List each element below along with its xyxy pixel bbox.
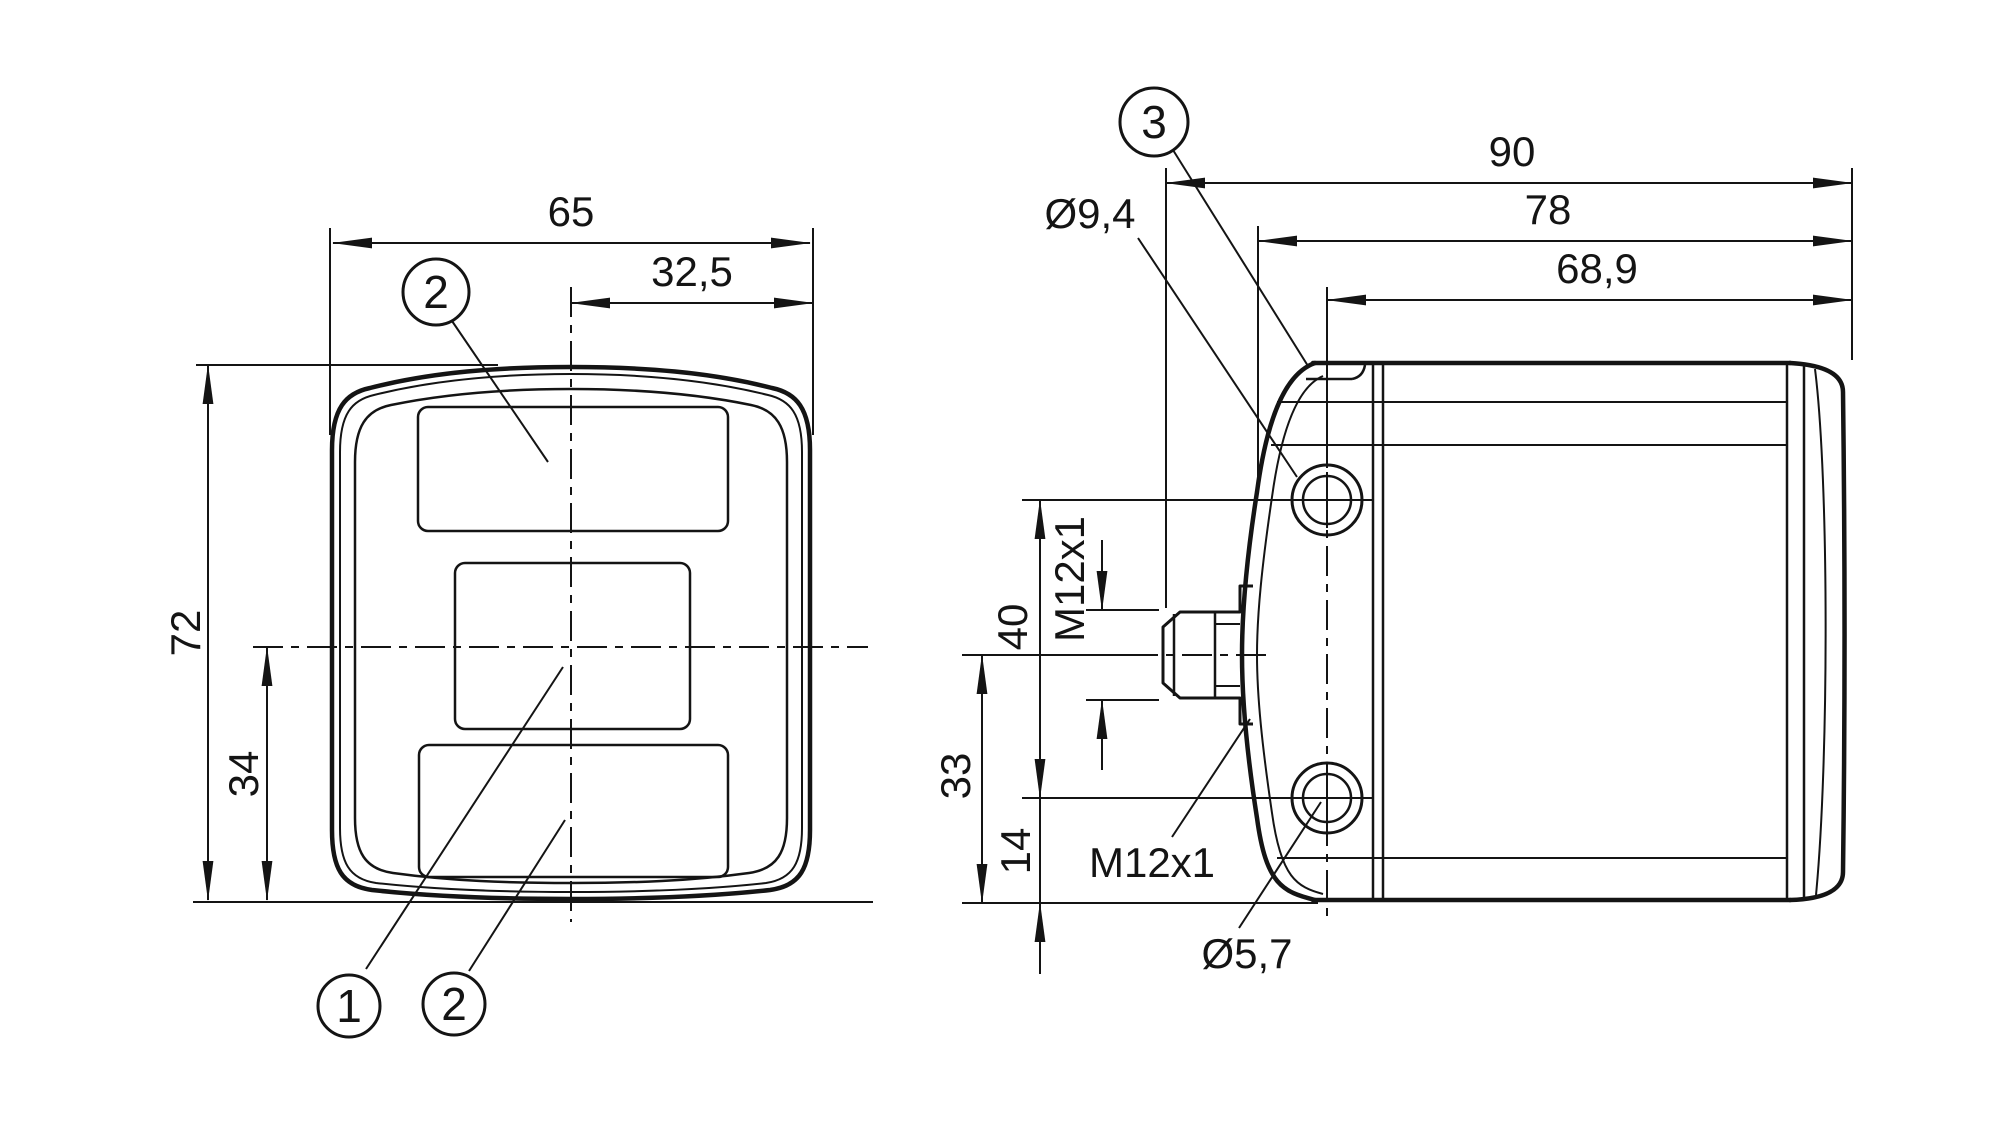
dim-front-center-height: 34 [220, 646, 273, 901]
dim-label-height: 72 [162, 610, 209, 657]
callout-window-top: 2 [401, 257, 549, 463]
dim-label-center-height: 34 [220, 751, 267, 798]
callout-circle [316, 973, 382, 1039]
callout-label: 2 [441, 978, 467, 1030]
callout-circle [421, 971, 487, 1037]
hole-dia-label: Ø5,7 [1201, 930, 1292, 977]
front-window-top [416, 405, 730, 533]
callout-label: 2 [423, 266, 449, 318]
dim-label-hole-spacing: 40 [989, 604, 1036, 651]
dim-front-height: 72 [162, 364, 873, 903]
dim-hole-to-bottom: 14 [992, 798, 1046, 974]
leader-line [468, 819, 566, 972]
dim-label-depth-mount-plane: 68,9 [1556, 245, 1638, 292]
front-outer-outline [329, 364, 813, 902]
leader-line [365, 666, 564, 970]
front-window-bottom [417, 743, 730, 879]
dim-side-depth-total: 90 [1165, 128, 1853, 608]
callout-label: 3 [1141, 96, 1167, 148]
callout-label: 1 [336, 980, 362, 1032]
dim-label-half-width: 32,5 [651, 248, 733, 295]
leader-line [1172, 149, 1309, 367]
leader-line [1137, 237, 1298, 478]
callout-lens: 1 [316, 666, 564, 1039]
dim-hole-spacing: 40 [989, 499, 1046, 799]
dim-label-hole-to-bottom: 14 [992, 828, 1039, 875]
dim-connector-thread: M12x1 [1046, 516, 1159, 770]
m12-connector [1128, 584, 1268, 726]
dim-label-width: 65 [548, 188, 595, 235]
dim-front-width: 65 [329, 188, 814, 435]
front-view: 65 32,5 72 34 2 1 [162, 188, 873, 1039]
callout-window-bottom: 2 [421, 819, 566, 1037]
label-hole-counterbore: Ø9,4 [1044, 190, 1298, 478]
side-back-inner-curve [1814, 368, 1827, 896]
dim-label-depth-front-face: 78 [1525, 186, 1572, 233]
dim-side-depth-mount-plane: 68,9 [1326, 245, 1853, 306]
side-back-outline [1787, 360, 1847, 903]
dim-label-connector-thread: M12x1 [1046, 516, 1093, 642]
label-connector: M12x1 [1089, 718, 1251, 886]
dim-side-depth-front-face: 78 [1257, 186, 1853, 485]
dim-connector-axis-height: 33 [932, 654, 988, 904]
dim-front-half-width: 32,5 [570, 248, 814, 309]
dim-label-connector-axis-height: 33 [932, 753, 979, 800]
leader-line [1171, 718, 1251, 838]
label-hole-dia: Ø5,7 [1201, 801, 1322, 977]
callout-circle [401, 257, 471, 327]
front-faceplate-outline [353, 387, 789, 885]
leader-line [1238, 801, 1322, 929]
leader-line [451, 320, 549, 463]
side-face-profile [1239, 360, 1318, 903]
side-top-slot-arc [1351, 364, 1367, 381]
dim-label-depth-total: 90 [1489, 128, 1536, 175]
callout-slot: 3 [1118, 86, 1309, 367]
connector-label: M12x1 [1089, 839, 1215, 886]
front-inner-outline [339, 372, 803, 894]
connector-outline [1161, 584, 1253, 726]
hole-counterbore-dia-label: Ø9,4 [1044, 190, 1135, 237]
side-view: 90 78 68,9 40 33 [932, 86, 1853, 977]
callout-circle [1118, 86, 1190, 158]
